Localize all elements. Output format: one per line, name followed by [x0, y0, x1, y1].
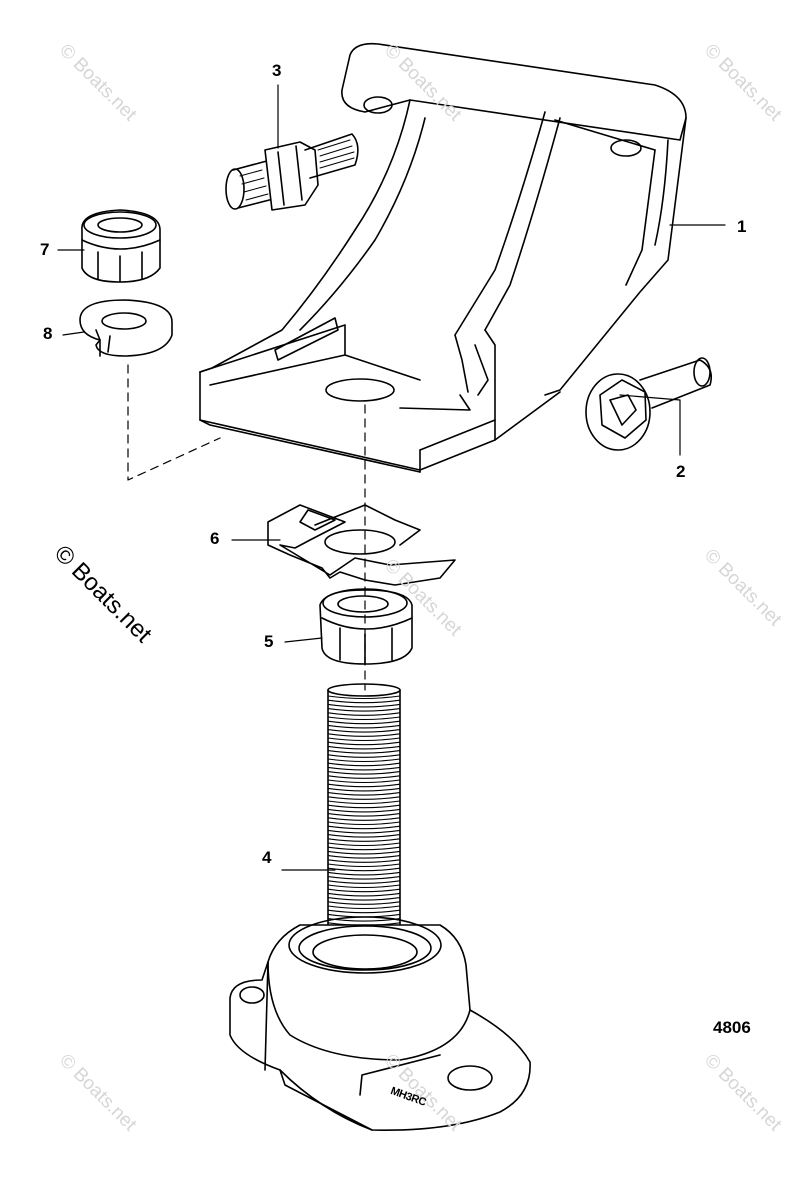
thread-line — [327, 800, 401, 805]
thread-line — [327, 720, 401, 725]
thread-line — [327, 855, 401, 859]
thread-line — [327, 850, 401, 855]
thread-line — [327, 762, 401, 767]
leader-lines — [57, 84, 726, 871]
thread-line — [327, 729, 401, 733]
thread-line — [327, 808, 401, 813]
thread-line — [327, 708, 401, 712]
thread-line — [327, 817, 401, 821]
thread-line — [327, 733, 401, 737]
thread-line — [327, 892, 401, 897]
flange-bolt-part-2 — [585, 357, 713, 451]
thread-line — [327, 838, 401, 842]
thread-line — [327, 712, 401, 716]
callout-3: 3 — [272, 61, 282, 80]
thread-line — [327, 821, 401, 826]
thread-line — [327, 737, 401, 742]
thread-line — [327, 876, 401, 880]
callout-2: 2 — [676, 462, 686, 481]
thread-line — [327, 699, 401, 704]
thread-line — [327, 771, 401, 775]
thread-line — [327, 716, 401, 721]
thread-line — [327, 863, 401, 868]
thread-line — [327, 813, 401, 817]
thread-line — [327, 796, 401, 800]
thread-line — [327, 758, 401, 763]
assembly-dashed-lines — [127, 364, 366, 691]
thread-line — [327, 741, 401, 746]
thread-line — [327, 792, 401, 796]
lock-nut-part-7 — [81, 209, 161, 283]
thread-line — [327, 783, 401, 788]
thread-line — [327, 888, 401, 893]
callout-8: 8 — [43, 324, 53, 343]
figure-number: 4806 — [713, 1018, 751, 1037]
thread-line — [327, 804, 401, 809]
hex-nut-part-5 — [319, 588, 413, 665]
thread-line — [327, 724, 401, 729]
mount-base — [229, 916, 531, 1131]
thread-line — [327, 779, 401, 784]
thread-line — [327, 846, 401, 851]
thread-line — [327, 695, 401, 700]
thread-line — [327, 754, 401, 758]
thread-line — [327, 909, 401, 914]
tab-washer-part-6 — [267, 504, 456, 586]
thread-line — [327, 897, 401, 901]
thread-line — [327, 834, 401, 838]
bracket-part-1 — [199, 42, 687, 473]
thread-line — [327, 750, 401, 754]
thread-line — [327, 871, 401, 876]
callout-5: 5 — [264, 632, 274, 651]
thread-line — [327, 867, 401, 872]
callout-6: 6 — [210, 529, 220, 548]
thread-line — [327, 905, 401, 910]
thread-line — [327, 829, 401, 834]
thread-line — [327, 775, 401, 779]
thread-line — [327, 842, 401, 847]
callout-4: 4 — [262, 848, 272, 867]
thread-line — [327, 884, 401, 889]
callout-1: 1 — [737, 217, 747, 236]
thread-line — [327, 766, 401, 771]
thread-line — [327, 703, 401, 708]
thread-line — [327, 880, 401, 884]
thread-line — [327, 825, 401, 830]
thread-line — [327, 901, 401, 905]
thread-line — [327, 787, 401, 792]
callout-7: 7 — [40, 240, 50, 259]
lock-washer-part-8 — [79, 299, 173, 357]
thread-line — [327, 859, 401, 863]
thread-line — [327, 745, 401, 750]
stud-part-3 — [225, 133, 359, 211]
